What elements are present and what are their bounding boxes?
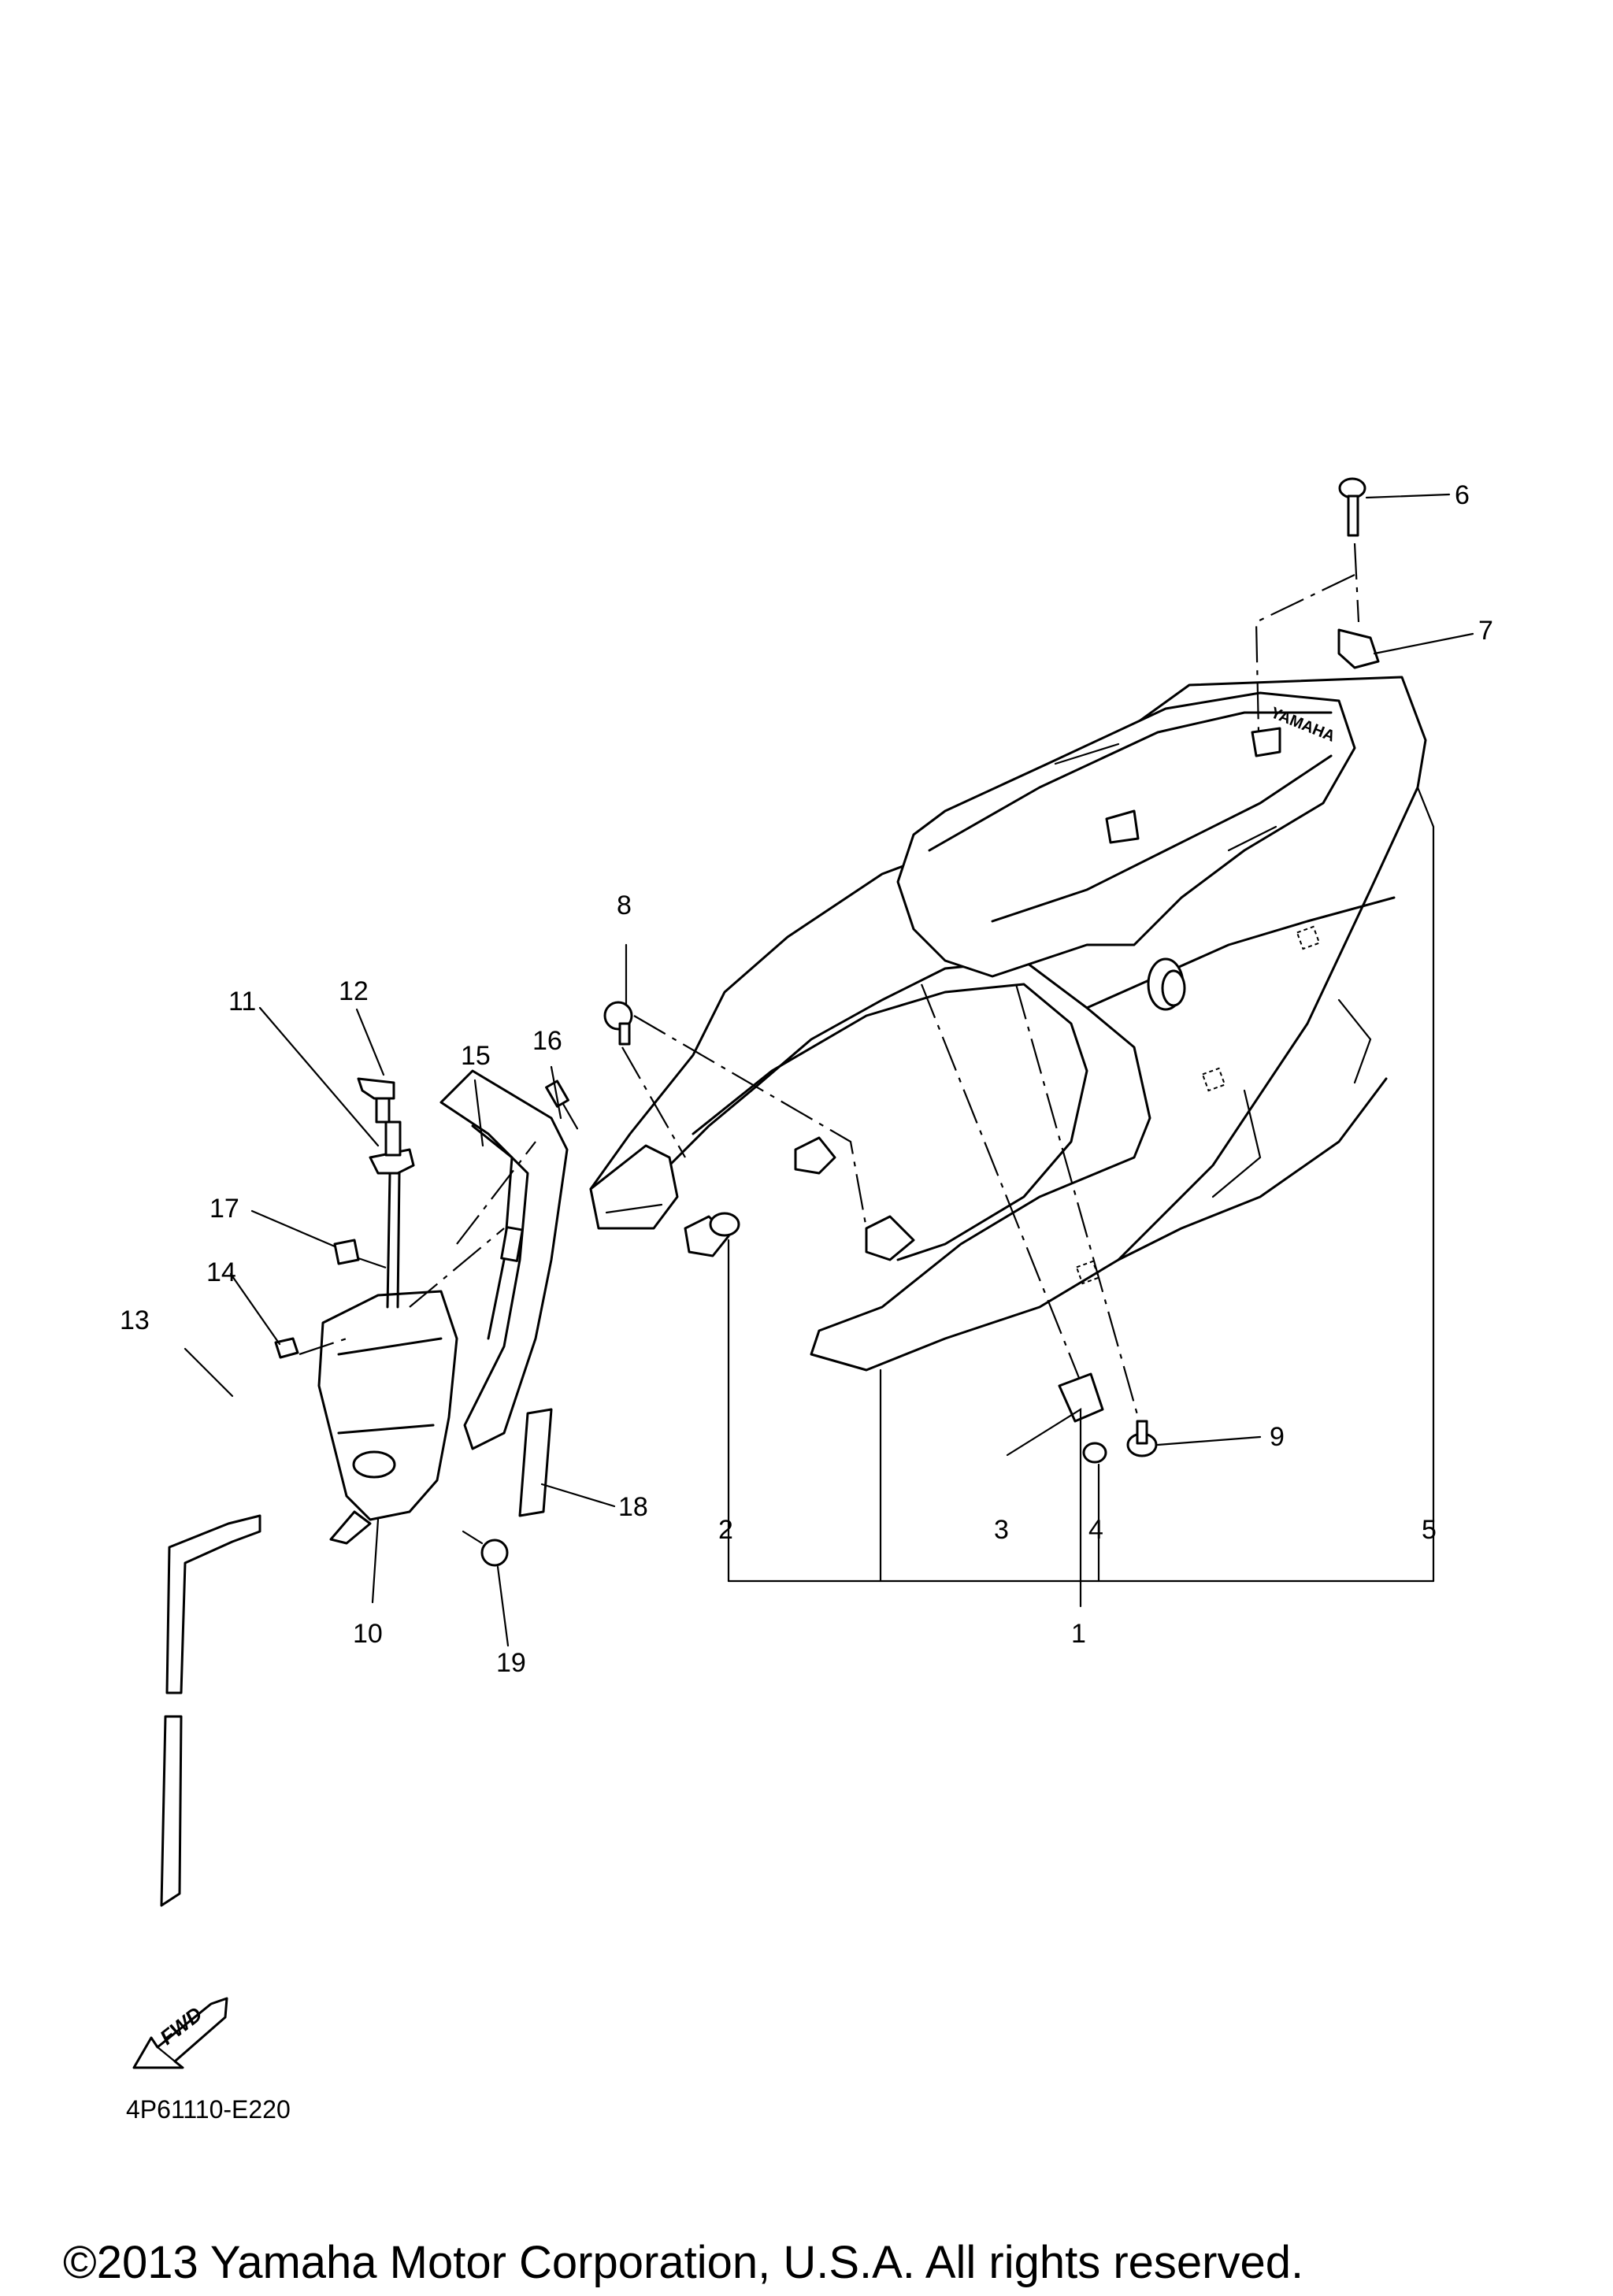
part-label-6: 6 xyxy=(1455,480,1470,510)
leader-lines xyxy=(184,493,1474,1647)
cowl-hardware-drawing xyxy=(603,477,1380,1464)
copyright-notice: ©2013 Yamaha Motor Corporation, U.S.A. A… xyxy=(63,2237,1303,2288)
part-number-labels: 1 2 3 4 5 6 7 8 9 10 11 12 13 14 15 16 1… xyxy=(120,480,1493,1678)
part-label-17: 17 xyxy=(210,1194,239,1224)
diagram-code: 4P61110-E220 xyxy=(126,2095,291,2124)
part-label-3: 3 xyxy=(994,1515,1009,1545)
tank-assembly-drawing xyxy=(274,1069,579,1567)
part-label-12: 12 xyxy=(339,976,369,1006)
part-label-8: 8 xyxy=(617,891,632,920)
part-label-10: 10 xyxy=(353,1619,383,1649)
part-label-18: 18 xyxy=(618,1492,648,1522)
part-label-1: 1 xyxy=(1071,1619,1086,1649)
part-label-15: 15 xyxy=(461,1041,491,1071)
fwd-arrow-icon: FWD xyxy=(132,1997,228,2069)
part-label-9: 9 xyxy=(1270,1422,1285,1452)
part-label-19: 19 xyxy=(496,1648,526,1678)
part-label-7: 7 xyxy=(1478,616,1493,646)
overflow-hose-drawing xyxy=(160,1514,261,1907)
part-label-2: 2 xyxy=(718,1515,733,1545)
part-label-5: 5 xyxy=(1422,1515,1437,1545)
part-label-11: 11 xyxy=(228,987,256,1017)
part-label-14: 14 xyxy=(206,1257,236,1287)
part-label-16: 16 xyxy=(532,1026,562,1056)
part-label-13: 13 xyxy=(120,1305,150,1335)
part-label-4: 4 xyxy=(1088,1515,1103,1545)
seat-cowl-drawing: YAMAHA xyxy=(589,676,1427,1372)
